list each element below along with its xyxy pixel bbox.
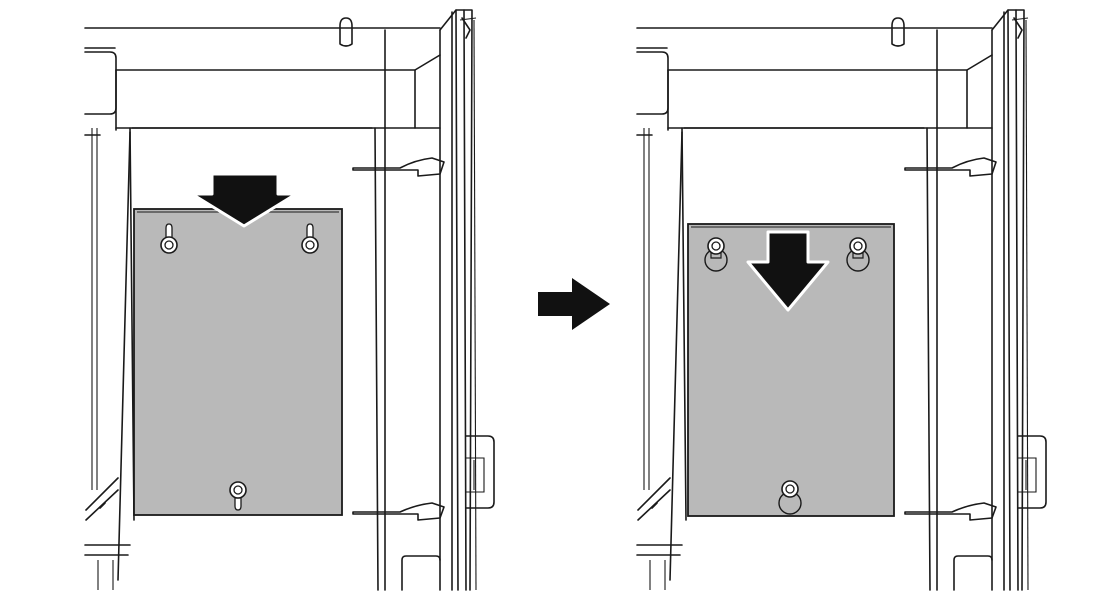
cover-plate [133,208,343,516]
keyhole-slot-top-left [160,223,178,254]
push-down-arrow-icon [190,172,298,228]
keyhole-slot-bottom [229,481,247,511]
panel-before [84,9,495,591]
panel-after [636,9,1047,591]
keyhole-slot-top-right [301,223,319,254]
slide-down-arrow-icon [746,230,830,312]
transition-arrow-icon [538,278,610,330]
keyhole-slot-top-right [846,237,870,272]
keyhole-slot-bottom [778,480,802,515]
keyhole-slot-top-left [704,237,728,272]
